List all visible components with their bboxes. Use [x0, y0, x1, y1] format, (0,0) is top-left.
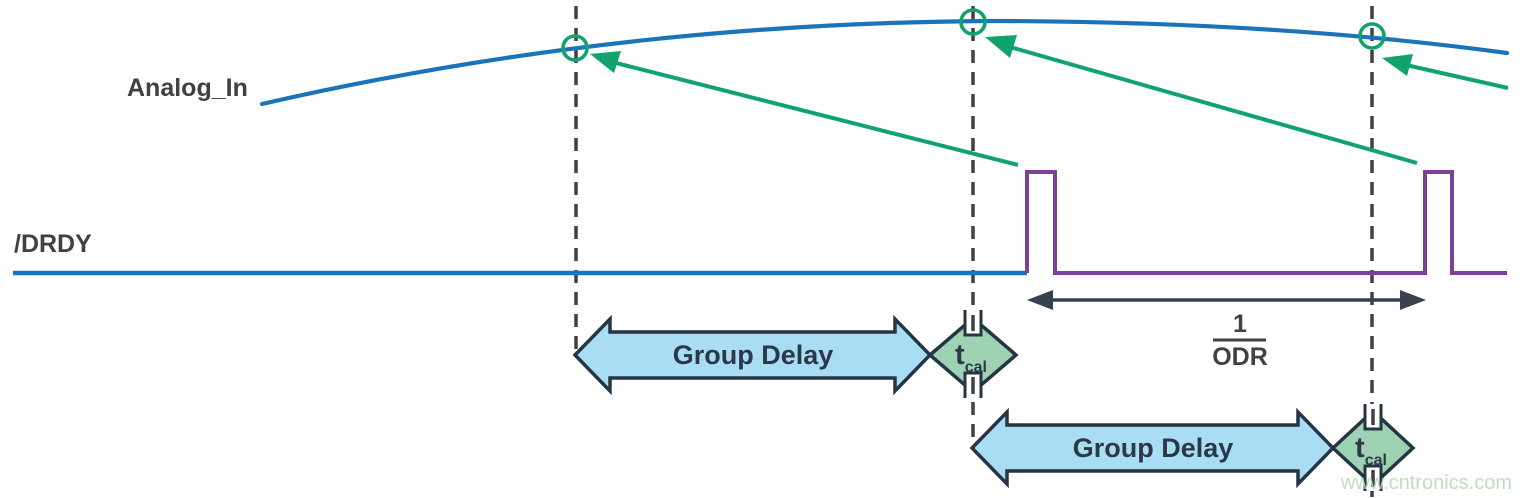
group-delay-label-bottom: Group Delay	[1073, 433, 1234, 463]
tcal-label-bottom: tcal	[1355, 432, 1387, 469]
sample-arrow-1-head	[590, 51, 621, 73]
sample-arrow-3-shaft	[1405, 63, 1509, 90]
odr-span-arrowhead-left	[1027, 290, 1053, 310]
analog-in-label: Analog_In	[127, 74, 248, 102]
sample-arrow-2-shaft	[1009, 45, 1418, 165]
tcal-diamond-bottom-shape	[1330, 408, 1416, 488]
tcal-diamond-top	[927, 310, 1019, 398]
group-delay-label-top: Group Delay	[673, 340, 834, 370]
odr-span-arrow	[1027, 290, 1426, 310]
odr-fraction-numerator: 1	[1233, 310, 1247, 338]
sample-point-circle-1	[561, 34, 589, 62]
sample-arrow-1	[590, 51, 1019, 167]
drdy-label: /DRDY	[14, 230, 92, 258]
tcal-label-bottom-sub: cal	[1365, 452, 1387, 469]
odr-fraction-denominator: ODR	[1212, 343, 1268, 371]
sample-arrow-1-shaft	[611, 60, 1019, 167]
sample-arrow-3	[1382, 54, 1509, 90]
tcal-label-top: tcal	[955, 339, 987, 376]
odr-span-arrowhead-right	[1400, 290, 1426, 310]
sample-point-circle-3	[1358, 22, 1386, 50]
sample-arrow-2-head	[985, 35, 1017, 58]
tcal-label-bottom-base: t	[1355, 432, 1365, 464]
sample-point-circle-2	[959, 8, 987, 36]
tcal-label-top-base: t	[955, 339, 965, 371]
tcal-diamond-top-shape	[927, 315, 1019, 395]
drdy-pulse-trace	[1025, 170, 1507, 275]
watermark-text: www.cntronics.com	[1340, 472, 1512, 494]
sample-arrow-3-head	[1382, 54, 1413, 76]
tcal-label-top-sub: cal	[965, 359, 987, 376]
odr-fraction: 1 ODR	[1212, 310, 1268, 371]
tcal-diamond-bottom	[1330, 404, 1416, 491]
sample-arrow-2	[985, 35, 1418, 165]
